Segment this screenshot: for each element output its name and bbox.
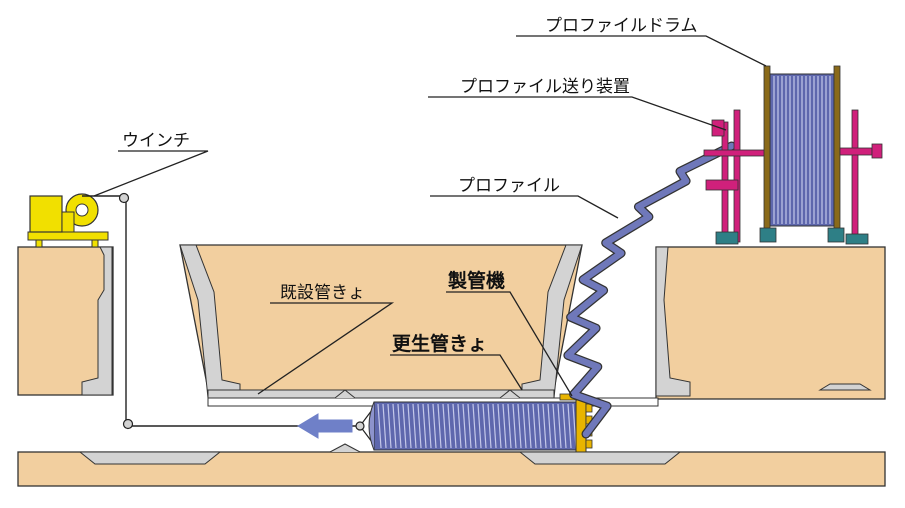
coil-stripe xyxy=(467,403,472,449)
arrow-left-icon xyxy=(297,413,353,439)
coil-stripe xyxy=(387,403,392,449)
coil-stripe xyxy=(422,403,427,449)
label-profile-feeder: プロファイル送り装置 xyxy=(460,77,630,97)
label-profile-drum: プロファイルドラム xyxy=(545,16,698,36)
coil-stripe xyxy=(527,403,532,449)
coil-stripe xyxy=(557,403,562,449)
pulley-icon xyxy=(122,418,134,430)
coil-stripe xyxy=(462,403,467,449)
coil-stripe xyxy=(502,403,507,449)
profile-feeder xyxy=(703,109,771,245)
coil-stripe xyxy=(442,403,447,449)
coil-stripe xyxy=(477,403,482,449)
left-manhole xyxy=(17,246,114,396)
coil-stripe xyxy=(432,403,437,449)
coil-stripe xyxy=(507,403,512,449)
coil-stripe xyxy=(552,403,557,449)
label-winch: ウインチ xyxy=(122,131,190,151)
label-pipe-making-machine: 製管機 xyxy=(447,269,505,292)
label-profile: プロファイル xyxy=(458,176,560,196)
renewed-pipe-coil xyxy=(368,401,585,451)
coil-stripe xyxy=(407,403,412,449)
coil-stripe xyxy=(562,403,567,449)
coil-stripe xyxy=(567,403,572,449)
right-manhole xyxy=(655,246,886,400)
coil-stripe xyxy=(402,403,407,449)
coil-stripe xyxy=(447,403,452,449)
coil-stripe xyxy=(382,403,387,449)
leader-lines xyxy=(93,35,767,397)
coil-stripe xyxy=(392,403,397,449)
coil-stripe xyxy=(512,403,517,449)
coil-stripe xyxy=(437,403,442,449)
coil-stripe xyxy=(492,403,497,449)
coil-stripe xyxy=(452,403,457,449)
coil-stripe xyxy=(487,403,492,449)
coil-stripe xyxy=(517,403,522,449)
coil-stripe xyxy=(522,403,527,449)
coil-stripe xyxy=(427,403,432,449)
coil-stripe xyxy=(482,403,487,449)
profile-strip xyxy=(563,141,737,439)
coil-stripe xyxy=(537,403,542,449)
ground-strip xyxy=(17,451,886,487)
drum-icon xyxy=(759,65,883,245)
coil-stripe xyxy=(377,403,382,449)
coil-stripe xyxy=(457,403,462,449)
label-existing-pipe: 既設管きょ xyxy=(280,283,365,303)
coil-stripe xyxy=(412,403,417,449)
coil-stripe xyxy=(472,403,477,449)
coil-stripe xyxy=(532,403,537,449)
coil-stripe xyxy=(542,403,547,449)
coil-stripe xyxy=(417,403,422,449)
pulley-icon xyxy=(118,192,130,204)
coil-stripe xyxy=(497,403,502,449)
winch-icon xyxy=(27,193,109,248)
existing-pipe-section xyxy=(179,244,583,401)
coil-stripe xyxy=(397,403,402,449)
label-renewed-pipe: 更生管きょ xyxy=(392,332,487,355)
coil-stripe xyxy=(547,403,552,449)
